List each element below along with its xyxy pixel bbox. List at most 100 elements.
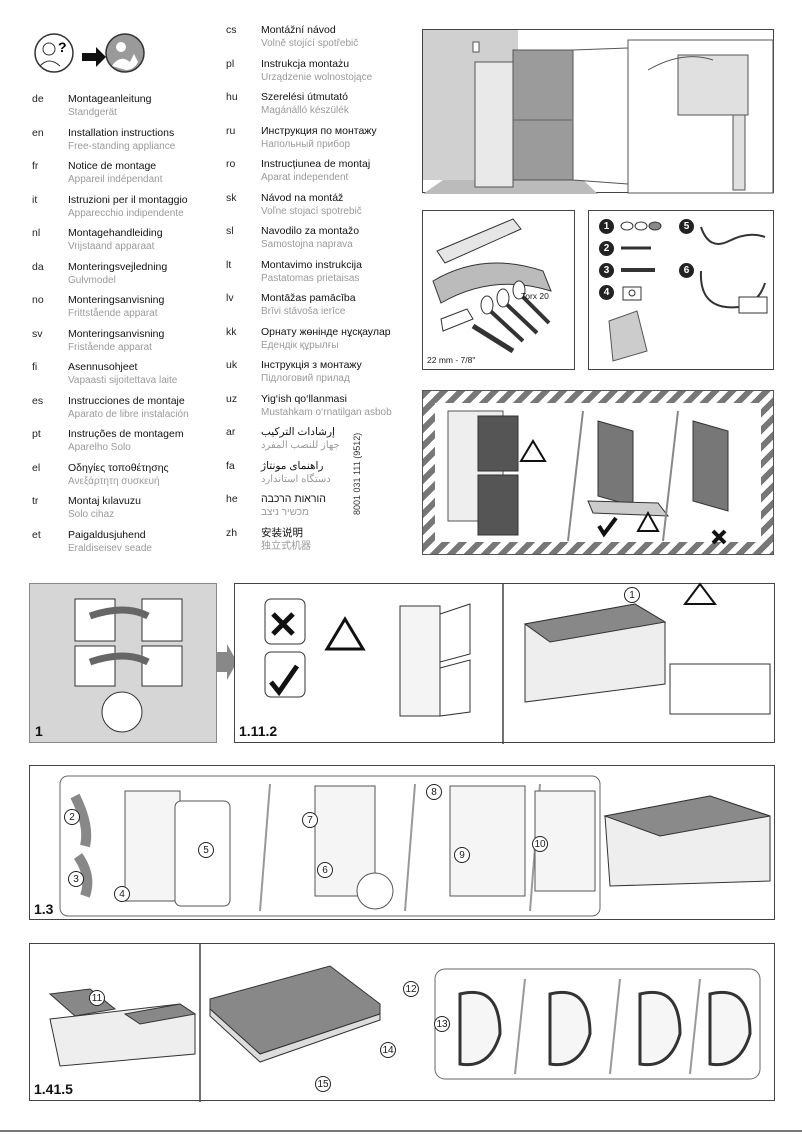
language-title: Montaj kılavuzu	[68, 495, 141, 507]
language-subtitle: Vrijstaand apparaat	[68, 241, 155, 252]
language-code: uz	[226, 392, 238, 405]
language-title: Monteringsanvisning	[68, 294, 165, 306]
language-code: fa	[226, 459, 235, 472]
language-subtitle: Magánálló készülék	[261, 105, 349, 116]
step-1-11-2-panel: 1 1.11.2	[234, 582, 775, 744]
language-code: kk	[226, 325, 237, 338]
wrench-size-label: 22 mm - 7/8"	[427, 355, 476, 365]
step-1-41-5-panel: 11 12 13 14 15 1.41.5	[29, 943, 775, 1102]
language-title: Орнату жөніндe нұсқаулар	[261, 325, 391, 338]
document-number: 8001 031 111 (9512)	[352, 432, 362, 515]
language-code: lv	[226, 292, 234, 304]
language-title: Montāžas pamācība	[261, 292, 356, 304]
torx-label: Torx 20	[521, 291, 549, 301]
callout-11: 11	[89, 990, 105, 1006]
language-subtitle: Voľne stojací spotrebič	[261, 205, 362, 217]
bottom-divider	[0, 1130, 802, 1132]
step-1-label: 1	[35, 723, 43, 739]
language-subtitle: جهاز للنصب المفرد	[261, 440, 340, 451]
language-code: ro	[226, 158, 236, 170]
callout-4: 4	[114, 886, 130, 902]
step-1-3-label: 1.3	[34, 901, 54, 917]
part-number-3: 3	[599, 263, 614, 278]
language-title: Szerelési útmutató	[261, 91, 348, 103]
language-title: إرشادات التركيب	[261, 426, 335, 438]
svg-text:?: ?	[58, 39, 67, 55]
callout-10: 10	[532, 836, 548, 852]
language-title: Instrucțiunea de montaj	[261, 158, 371, 170]
language-subtitle: Appareil indépendant	[68, 174, 163, 185]
language-code: da	[32, 260, 44, 273]
language-code: cs	[226, 24, 237, 36]
part-number-4: 4	[599, 285, 614, 300]
language-subtitle: Aparato de libre instalación	[68, 408, 189, 420]
language-subtitle: מכשיר ניצב	[261, 507, 309, 518]
language-code: sv	[32, 327, 43, 340]
installation-room-illustration	[422, 29, 774, 194]
language-title: راهنمای مونتاژ	[261, 459, 324, 472]
language-subtitle: Підлоговий прилад	[261, 373, 350, 384]
language-subtitle: Solo cihaz	[68, 509, 115, 520]
part-number-6: 6	[679, 263, 694, 278]
language-title: Monteringsanvisning	[68, 327, 165, 340]
language-subtitle: Gulvmodel	[68, 274, 116, 286]
callout-8: 8	[426, 784, 442, 800]
part-number-1: 1	[599, 219, 614, 234]
language-title: Paigaldusjuhend	[68, 528, 146, 541]
language-title: Instruções de montagem	[68, 428, 184, 440]
language-code: nl	[32, 227, 41, 239]
language-code: hu	[226, 91, 238, 103]
language-subtitle: Samostojna naprava	[261, 239, 353, 250]
callout-14: 14	[380, 1042, 396, 1058]
language-code: fi	[32, 361, 38, 373]
language-subtitle: Напольный прибор	[261, 138, 351, 150]
language-title: Інструкція з монтажу	[261, 359, 362, 371]
callout-3: 3	[68, 871, 84, 887]
language-code: tr	[32, 495, 39, 507]
language-subtitle: Urządzenie wolnostojące	[261, 71, 373, 83]
language-code: zh	[226, 526, 238, 539]
callout-6: 6	[317, 862, 333, 878]
language-code: pt	[32, 428, 41, 440]
language-title: Asennusohjeet	[68, 361, 138, 373]
language-code: uk	[226, 359, 238, 371]
language-subtitle: Brīvi stāvoša ierīce	[261, 306, 346, 317]
step-1-3-panel: 2 3 4 5 6 7 8 9 10 1.3	[29, 765, 775, 920]
language-entry-ar: ar إرشادات التركيب جهاز للنصب المفرد	[226, 426, 416, 454]
language-title: Yig‘ish qo‘llanmasi	[261, 392, 347, 405]
language-subtitle: Aparelho Solo	[68, 442, 131, 453]
language-code: sl	[226, 225, 234, 237]
language-subtitle: Standgerät	[68, 107, 117, 118]
callout-15: 15	[315, 1076, 331, 1092]
language-title: Montavimo instrukcija	[261, 258, 362, 271]
language-subtitle: Apparecchio indipendente	[68, 207, 184, 219]
language-title: 安装说明	[261, 526, 303, 539]
reading-instructions-icon: ?	[34, 32, 145, 76]
language-code: es	[32, 394, 44, 407]
language-code: no	[32, 294, 44, 306]
language-code: lt	[226, 258, 232, 271]
next-arrow-icon	[217, 644, 237, 680]
handling-warning-panel	[422, 390, 774, 555]
language-subtitle: Free-standing appliance	[68, 140, 176, 152]
language-title: Инструкция по монтажу	[261, 124, 377, 137]
language-code: pl	[226, 57, 235, 70]
part-number-2: 2	[599, 241, 614, 256]
language-code: ar	[226, 426, 236, 438]
language-title: הוראות הרכבה	[261, 493, 326, 505]
